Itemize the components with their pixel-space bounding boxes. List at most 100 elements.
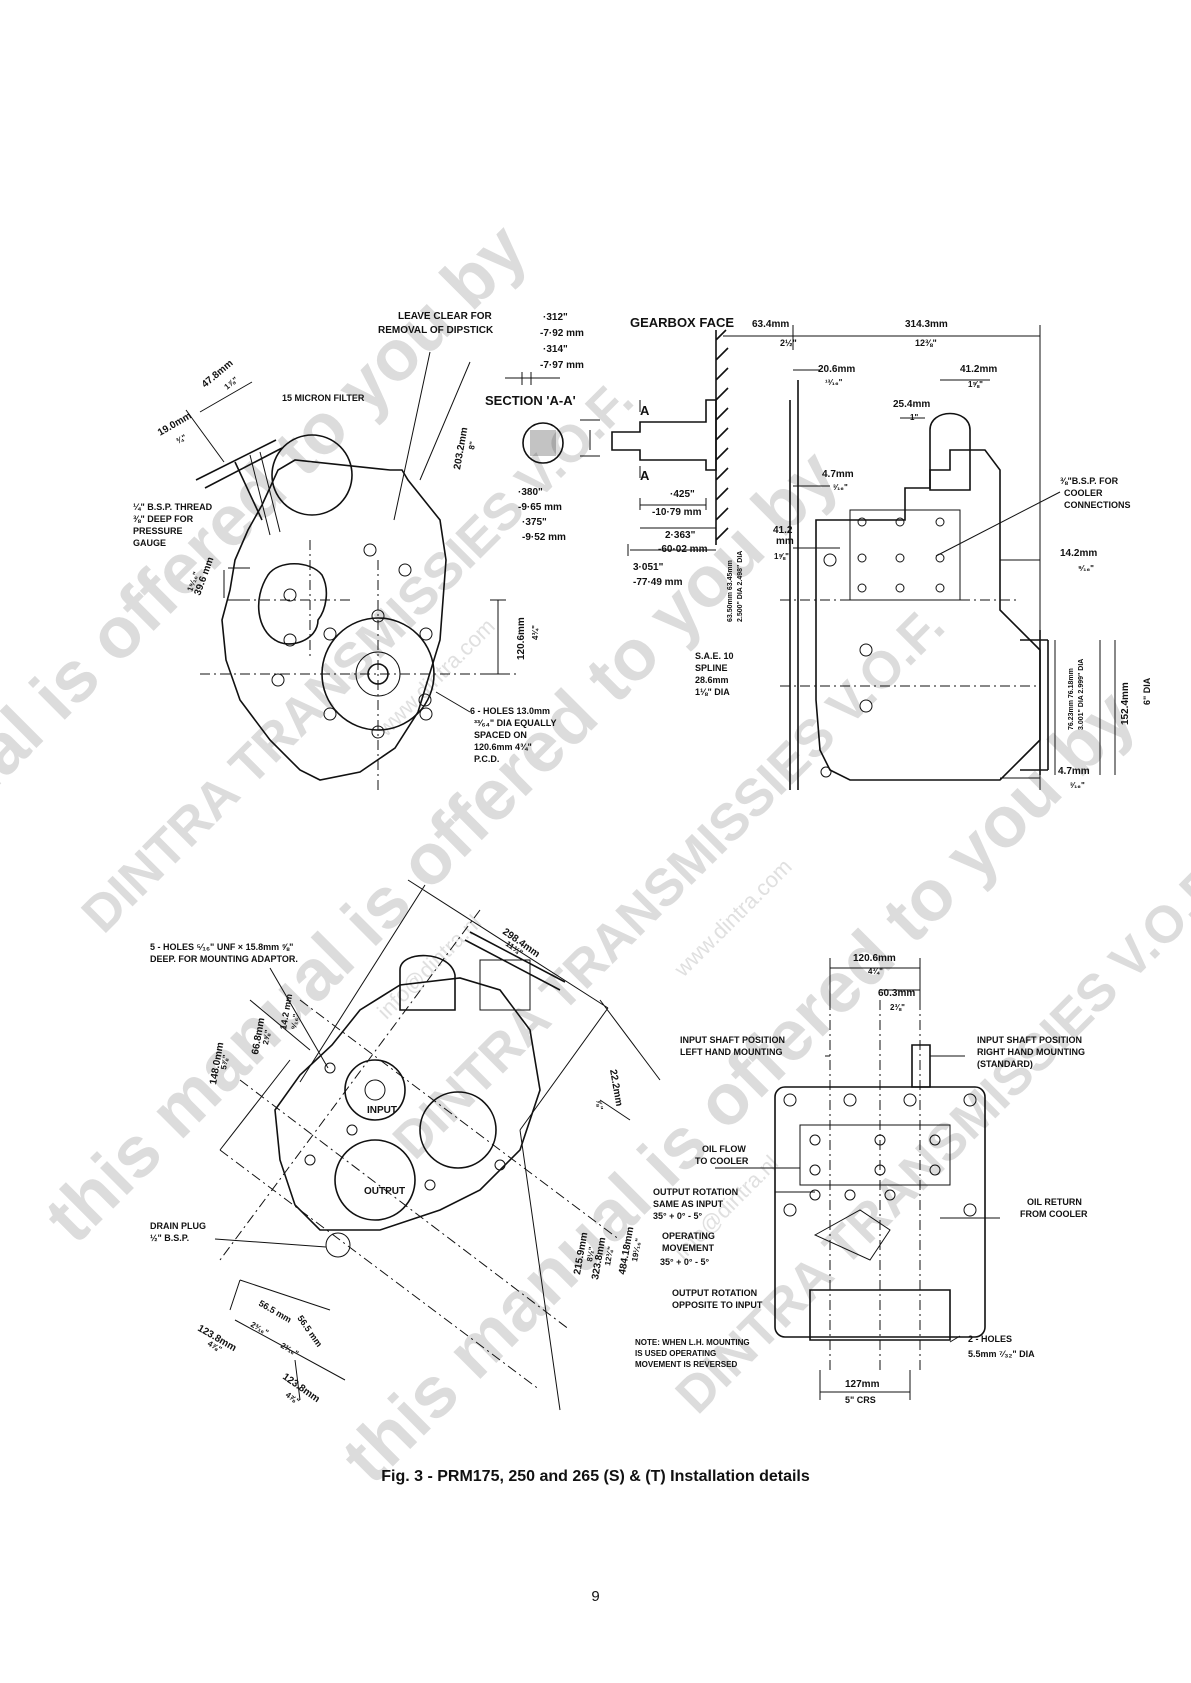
adaptor-leader — [269, 967, 329, 1069]
adaptor-holes-label: 5 - HOLES ⁵⁄₁₆" UNF × 15.8mm ⅝" — [150, 942, 293, 952]
rotated-centerlines — [219, 909, 621, 1391]
section-dim: -7·92 mm — [540, 328, 584, 339]
cooler-label: ⅜"B.S.P. FOR — [1060, 476, 1119, 486]
section-dim: ·314" — [543, 344, 568, 355]
dim-label: 63.4mm — [752, 319, 789, 330]
holes-label: 5.5mm ⁷⁄₃₂" DIA — [968, 1349, 1035, 1359]
dim-label: 56.5 mm — [257, 1298, 293, 1325]
front-view-drawing: 120.6mm 4¾" 60.3mm 2⅜" INPUT SHAFT POSIT… — [635, 953, 1088, 1405]
dim-label: 5" CRS — [845, 1395, 876, 1405]
filter-label: 15 MICRON FILTER — [282, 393, 365, 403]
adaptor-plate — [789, 380, 799, 790]
dim-label: 120.6mm — [853, 953, 896, 964]
dim-label: 5⅞" — [219, 1054, 230, 1070]
dipstick-label: LEAVE CLEAR FOR — [398, 311, 492, 322]
cooler-label: COOLER — [1064, 488, 1103, 498]
dim-label: 63.50mm 63.45mm — [727, 560, 734, 622]
note-label: NOTE: WHEN L.H. MOUNTING — [635, 1338, 750, 1347]
spline-label: SPLINE — [695, 663, 728, 673]
dim-label: 1⅝" — [774, 552, 789, 561]
dim-label: 2³⁄₁₆" — [279, 1341, 300, 1358]
section-dim: -60·02 mm — [658, 544, 708, 555]
rotated-housing — [274, 977, 541, 1231]
section-dim: 3·051" — [633, 562, 664, 573]
input-stub — [911, 1044, 931, 1088]
dim-label: 1⅝" — [968, 380, 983, 389]
adaptor-holes-label: DEEP. FOR MOUNTING ADAPTOR. — [150, 954, 298, 964]
dim-label: 3.001" DIA 2.999" DIA — [1078, 659, 1085, 730]
drain-label: DRAIN PLUG — [150, 1221, 206, 1231]
gauge-label: ⅜" DEEP FOR — [133, 514, 194, 524]
oil-flow-label: TO COOLER — [695, 1156, 749, 1166]
drain-label: ½" B.S.P. — [150, 1233, 189, 1243]
dim-label: 2⅝" — [261, 1029, 272, 1045]
dipstick-label: REMOVAL OF DIPSTICK — [378, 325, 494, 336]
holes-label: 120.6mm 4¾" — [474, 742, 532, 752]
dim-label: 56.5 mm — [295, 1313, 324, 1348]
rotated-view-drawing: 5 - HOLES ⁵⁄₁₆" UNF × 15.8mm ⅝" DEEP. FO… — [150, 879, 661, 1411]
output-same-label: OUTPUT ROTATION — [653, 1187, 738, 1197]
gauge-label: GAUGE — [133, 538, 166, 548]
oil-return-label: FROM COOLER — [1020, 1209, 1088, 1219]
input-bore — [344, 1059, 406, 1121]
dim-label: 2⅜" — [890, 1003, 905, 1012]
operating-label: OPERATING — [662, 1231, 715, 1241]
dim-lines — [185, 351, 506, 713]
rotated-holes — [304, 1062, 506, 1191]
dim-label: ⁹⁄₁₆" — [289, 1013, 301, 1030]
dim-label: ⁹⁄₁₆" — [1078, 564, 1094, 573]
note-label: MOVEMENT IS REVERSED — [635, 1360, 737, 1369]
input-shaft — [611, 399, 717, 471]
section-dim: ·380" — [518, 487, 543, 498]
output-flange-side — [1020, 630, 1049, 775]
gauge-label: PRESSURE — [133, 526, 183, 536]
gearbox-face-hatch — [715, 329, 729, 545]
section-marker-a: A — [640, 468, 650, 483]
dim-label: 2³⁄₁₆" — [249, 1320, 270, 1337]
holes-label: ³³⁄₆₄" DIA EQUALLY — [474, 718, 556, 728]
operating-label: 35° + 0° - 5° — [660, 1257, 709, 1267]
section-dim: ·312" — [543, 312, 568, 323]
spline-label: 28.6mm — [695, 675, 729, 685]
page-number: 9 — [591, 1588, 600, 1605]
holes-label: P.C.D. — [474, 754, 499, 764]
front-cover — [799, 1124, 951, 1186]
dim-label: 6" DIA — [1142, 677, 1152, 705]
front-bolts — [783, 1093, 977, 1217]
drain-leader — [214, 1238, 327, 1248]
dipstick-handle — [195, 439, 283, 521]
dim-label: 41.2mm — [960, 364, 997, 375]
input-left-label: INPUT SHAFT POSITION — [680, 1035, 785, 1045]
side-housing — [815, 449, 1041, 781]
operating-label: 35° + 0° - 5° — [653, 1211, 702, 1221]
shaft-centerline — [780, 599, 1040, 687]
oil-flow-label: OIL FLOW — [702, 1144, 746, 1154]
dim-label: ⅞" — [594, 1099, 605, 1111]
rotated-dipstick — [464, 931, 566, 991]
holes-label: SPACED ON — [474, 730, 527, 740]
filter-circle — [271, 434, 353, 516]
section-dim: -7·97 mm — [540, 360, 584, 371]
section-dim: -9·52 mm — [522, 532, 566, 543]
dim-label: 314.3mm — [905, 319, 948, 330]
input-right-label: RIGHT HAND MOUNTING — [977, 1047, 1085, 1057]
dim-label: ³⁄₁₆" — [1070, 781, 1085, 790]
input-left-label: LEFT HAND MOUNTING — [680, 1047, 783, 1057]
dim-label: 20.6mm — [818, 364, 855, 375]
dim-label: ¹³⁄₁₆" — [825, 378, 843, 387]
section-dim: -10·79 mm — [652, 507, 702, 518]
output-opposite-label: OPPOSITE TO INPUT — [672, 1300, 763, 1310]
input-right-label: INPUT SHAFT POSITION — [977, 1035, 1082, 1045]
front-output — [809, 1289, 951, 1341]
operating-lever — [813, 1209, 891, 1261]
dim-label: 22.2mm — [607, 1069, 624, 1108]
section-dim: -9·65 mm — [518, 502, 562, 513]
dim-label: 60.3mm — [878, 988, 915, 999]
section-dims — [505, 372, 600, 457]
shaft-keyway — [530, 430, 556, 456]
gauge-label: ¼" B.S.P. THREAD — [133, 502, 213, 512]
dim-label: mm — [776, 536, 794, 547]
dim-label: 4¾" — [868, 967, 883, 976]
